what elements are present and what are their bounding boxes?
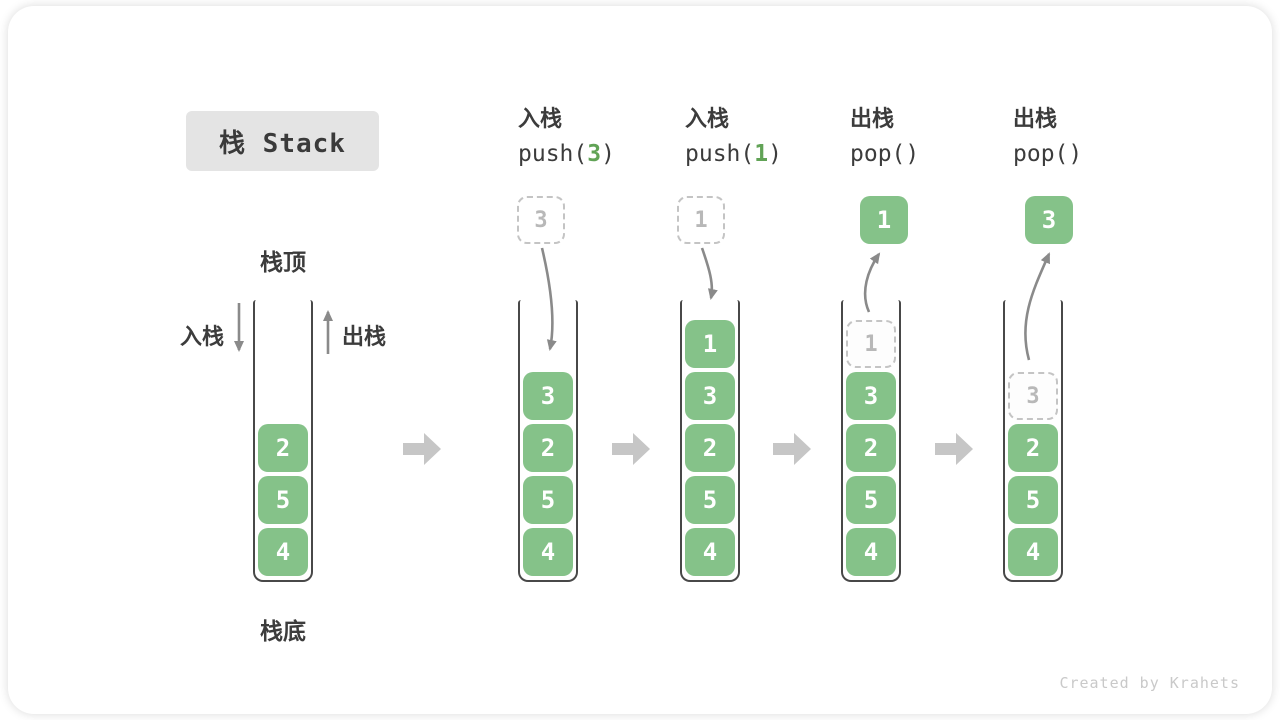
op-code-close: ): [1068, 141, 1083, 167]
stack-container-initial: 2 5 4: [253, 300, 313, 582]
stack-cell: 2: [1008, 424, 1058, 472]
stack-cell: 2: [258, 424, 308, 472]
floating-value-push-3: 3: [517, 196, 565, 244]
stack-cell: 3: [685, 372, 735, 420]
stack-cell: 4: [258, 528, 308, 576]
credit-text: Created by Krahets: [1059, 674, 1240, 692]
stack-cell: 5: [846, 476, 896, 524]
stack-cell: 3: [523, 372, 573, 420]
op-code-label: pop(): [1013, 141, 1173, 167]
op-code-label: push(3): [518, 141, 678, 167]
op-label-pop-3: 出栈 pop(): [1013, 106, 1173, 167]
op-code-arg: 1: [754, 141, 769, 167]
stack-top-label: 栈顶: [260, 249, 306, 275]
pop-direction-label: 出栈: [342, 324, 387, 349]
stack-cell: 4: [1008, 528, 1058, 576]
stack-cell: 5: [258, 476, 308, 524]
op-code-close: ): [905, 141, 920, 167]
op-label-push-3: 入栈 push(3): [518, 106, 678, 167]
op-action-label: 出栈: [1013, 106, 1058, 131]
floating-value-push-1: 1: [677, 196, 725, 244]
stack-cell: 5: [1008, 476, 1058, 524]
stack-cell: 2: [685, 424, 735, 472]
op-code-fn: push(: [518, 141, 588, 167]
stack-cell: 4: [846, 528, 896, 576]
stack-cell-ghost: 1: [846, 320, 896, 368]
stack-container-after-push-3: 3 2 5 4: [518, 300, 578, 582]
op-action-label: 入栈: [518, 106, 563, 131]
stack-bottom-label: 栈底: [260, 618, 306, 644]
push-direction-label: 入栈: [179, 324, 224, 349]
floating-value-pop-3: 3: [1025, 196, 1073, 244]
stack-cell: 2: [846, 424, 896, 472]
op-code-close: ): [768, 141, 782, 167]
op-code-fn: pop(: [850, 141, 906, 167]
op-code-label: push(1): [685, 141, 845, 167]
op-label-pop-1: 出栈 pop(): [850, 106, 1010, 167]
op-action-label: 入栈: [685, 106, 730, 131]
stack-cell: 5: [523, 476, 573, 524]
diagram-title-text: 栈 Stack: [219, 128, 346, 159]
stack-cell: 5: [685, 476, 735, 524]
stack-cell: 4: [523, 528, 573, 576]
op-code-label: pop(): [850, 141, 1010, 167]
op-action-label: 出栈: [850, 106, 895, 131]
op-code-arg: 3: [587, 141, 602, 167]
op-code-fn: pop(: [1013, 141, 1069, 167]
op-label-push-1: 入栈 push(1): [685, 106, 845, 167]
stack-cell-ghost: 3: [1008, 372, 1058, 420]
stack-cell: 1: [685, 320, 735, 368]
stack-cell: 3: [846, 372, 896, 420]
stack-container-after-push-1: 1 3 2 5 4: [680, 300, 740, 582]
op-code-close: ): [601, 141, 615, 167]
op-code-fn: push(: [685, 141, 755, 167]
stack-cell: 4: [685, 528, 735, 576]
diagram-title: 栈 Stack: [186, 111, 379, 171]
stack-cell: 2: [523, 424, 573, 472]
stack-container-after-pop-3: 3 2 5 4: [1003, 300, 1063, 582]
stack-container-after-pop-1: 1 3 2 5 4: [841, 300, 901, 582]
floating-value-pop-1: 1: [860, 196, 908, 244]
